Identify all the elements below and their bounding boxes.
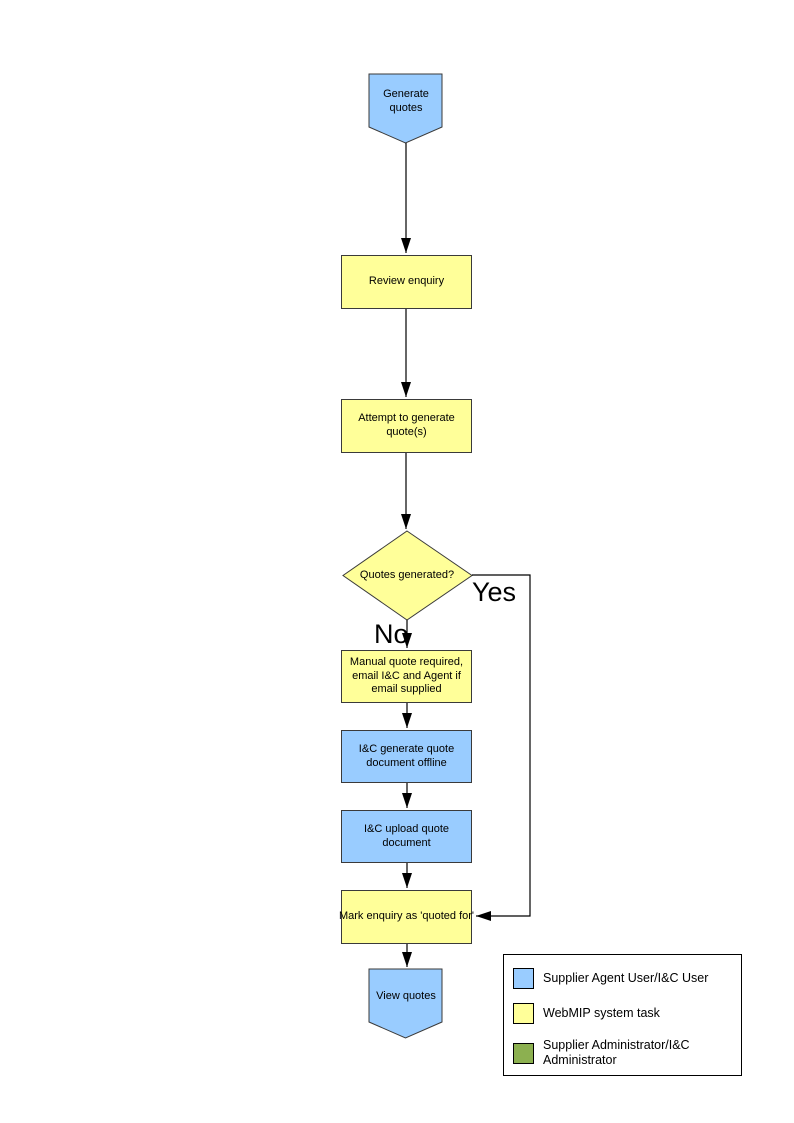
yes-branch-label: Yes xyxy=(472,577,517,607)
mark-node-label: Mark enquiry as 'quoted for' xyxy=(338,910,475,923)
legend: Supplier Agent User/I&C User WebMIP syst… xyxy=(503,954,742,1076)
legend-swatch-yellow xyxy=(513,1003,534,1024)
start-node-label: Generate quotes xyxy=(383,88,429,114)
review-node: Review enquiry xyxy=(341,255,472,309)
end-node-label: View quotes xyxy=(376,990,436,1003)
review-node-label: Review enquiry xyxy=(368,275,445,288)
start-node-shape xyxy=(368,73,443,144)
legend-swatch-green xyxy=(513,1042,534,1064)
legend-label: WebMIP system task xyxy=(543,1006,660,1020)
upload-node-label: I&C upload quote document xyxy=(363,822,449,849)
legend-item-supplier-agent: Supplier Agent User/I&C User xyxy=(513,968,732,989)
legend-item-webmip-task: WebMIP system task xyxy=(513,1003,732,1024)
legend-label: Supplier Administrator/I&C Administrator xyxy=(543,1038,690,1067)
no-branch-label: No xyxy=(374,619,409,649)
upload-node: I&C upload quote document xyxy=(341,810,472,863)
manual-node: Manual quote required, email I&C and Age… xyxy=(341,650,472,703)
legend-item-supplier-admin: Supplier Administrator/I&C Administrator xyxy=(513,1038,732,1068)
offline-node: I&C generate quote document offline xyxy=(341,730,472,783)
end-node-shape xyxy=(368,968,443,1039)
legend-label: Supplier Agent User/I&C User xyxy=(543,971,709,985)
legend-swatch-blue xyxy=(513,968,534,989)
attempt-node: Attempt to generate quote(s) xyxy=(341,399,472,453)
mark-node: Mark enquiry as 'quoted for' xyxy=(338,890,475,944)
manual-node-label: Manual quote required, email I&C and Age… xyxy=(349,655,464,696)
offline-node-label: I&C generate quote document offline xyxy=(358,742,455,769)
decision-node-label: Quotes generated? xyxy=(359,568,455,581)
connector-decision-yes-mark xyxy=(472,574,531,921)
attempt-node-label: Attempt to generate quote(s) xyxy=(358,412,455,438)
